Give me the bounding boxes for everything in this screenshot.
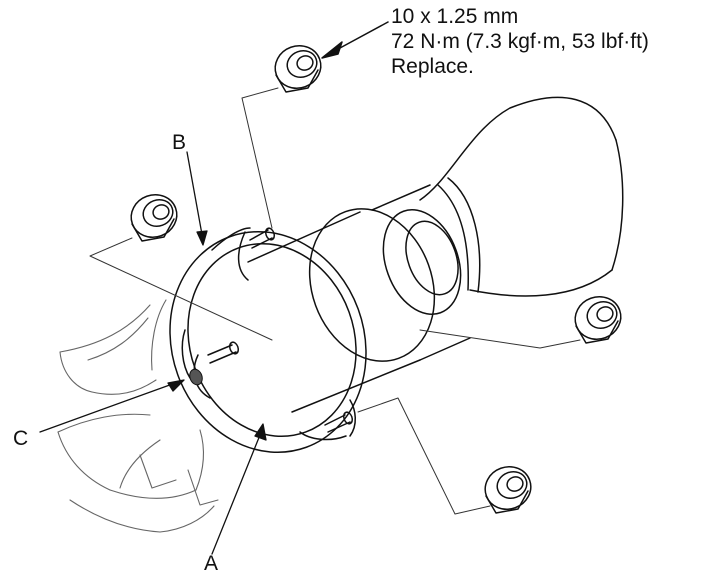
spec-thread-size: 10 x 1.25 mm (391, 5, 519, 28)
wheel-studs (207, 227, 354, 433)
callout-c: C (13, 427, 29, 450)
torque-specification: 10 x 1.25 mm 72 N·m (7.3 kgf·m, 53 lbf·f… (391, 4, 649, 79)
hub-bearing-barrel (247, 184, 471, 413)
callout-leaders (39, 151, 267, 555)
wheel-hub-flange (169, 227, 367, 453)
flange-nut-top (274, 45, 322, 93)
spec-arrow (321, 21, 389, 59)
alignment-marker (189, 368, 203, 386)
steering-knuckle (57, 299, 219, 533)
callout-b: B (172, 131, 187, 154)
nut-guide-lines (89, 87, 581, 515)
flange-nut-right (574, 296, 622, 344)
callout-a: A (204, 552, 219, 575)
drive-shaft (419, 96, 624, 297)
spec-replace-note: Replace. (391, 55, 474, 78)
spec-torque-value: 72 N·m (7.3 kgf·m, 53 lbf·ft) (391, 30, 649, 53)
flange-nut-left (130, 194, 178, 242)
flange-nut-bottom (484, 466, 532, 514)
